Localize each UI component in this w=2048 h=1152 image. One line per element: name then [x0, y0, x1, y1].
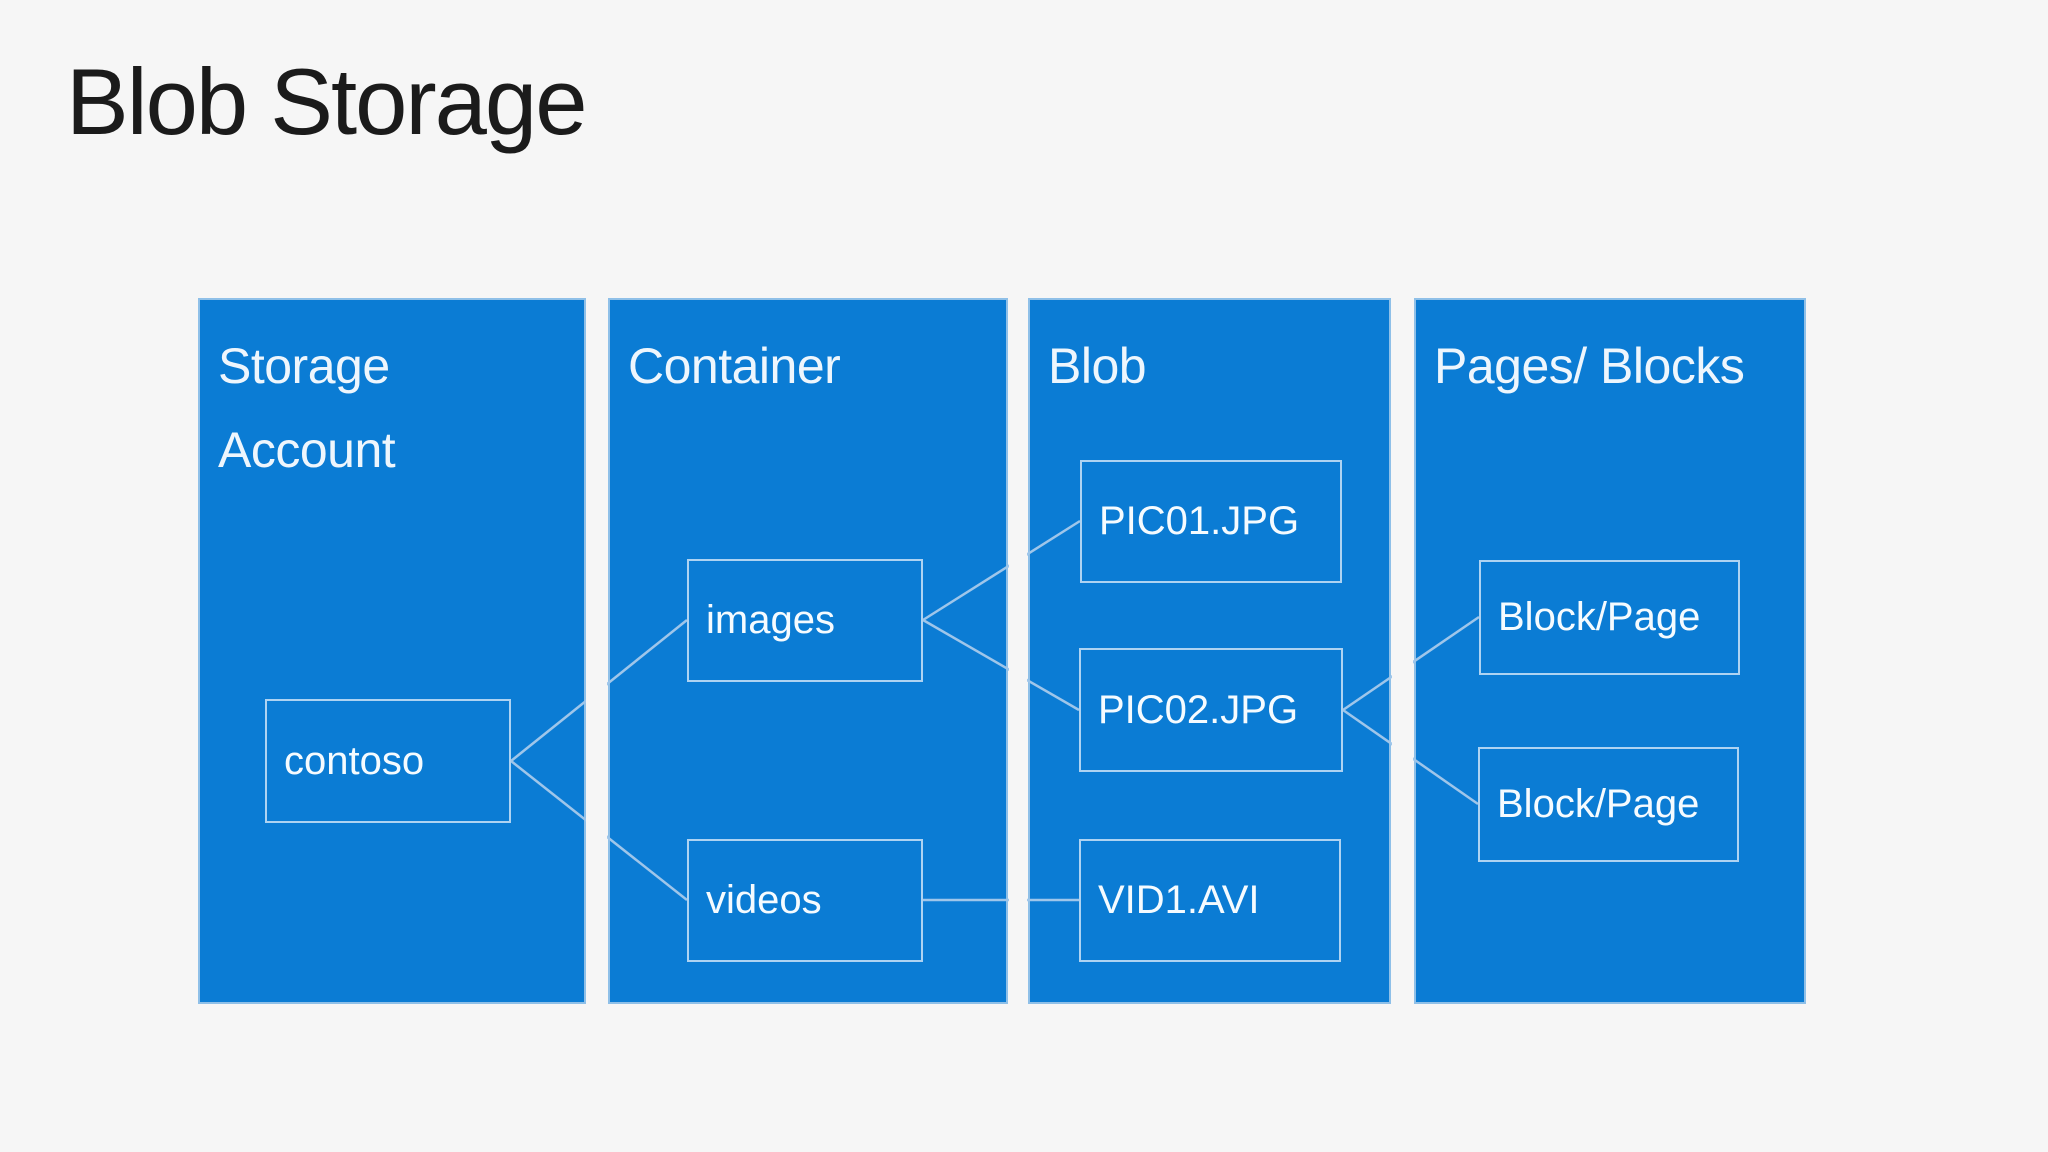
node-label: contoso [284, 738, 425, 783]
node-images: images [687, 559, 923, 682]
column-title-blob: Blob [1048, 338, 1147, 394]
node-contoso: contoso [265, 699, 511, 823]
column-gap-mask [586, 290, 607, 1014]
node-block-page-1: Block/Page [1479, 560, 1740, 675]
column-gap-mask [1009, 290, 1027, 1014]
column-title-pages-blocks: Pages/ Blocks [1434, 338, 1745, 394]
node-label: Block/Page [1498, 595, 1701, 639]
node-block-page-2: Block/Page [1478, 747, 1739, 862]
page-title: Blob Storage [66, 49, 587, 154]
node-label: Block/Page [1497, 782, 1700, 826]
node-vid1: VID1.AVI [1079, 839, 1341, 962]
column-title-container: Container [628, 338, 841, 394]
node-pic02: PIC02.JPG [1079, 648, 1343, 772]
node-pic01: PIC01.JPG [1080, 460, 1342, 583]
node-label: VID1.AVI [1098, 878, 1260, 922]
node-label: videos [706, 878, 822, 922]
column-title-storage-account: Storage Account [218, 338, 396, 478]
node-videos: videos [687, 839, 923, 962]
column-gap-mask [1392, 290, 1413, 1014]
column-storage-account: Storage Account [198, 298, 586, 1004]
node-label: PIC01.JPG [1099, 499, 1300, 543]
node-label: PIC02.JPG [1098, 687, 1299, 732]
node-label: images [706, 598, 835, 642]
